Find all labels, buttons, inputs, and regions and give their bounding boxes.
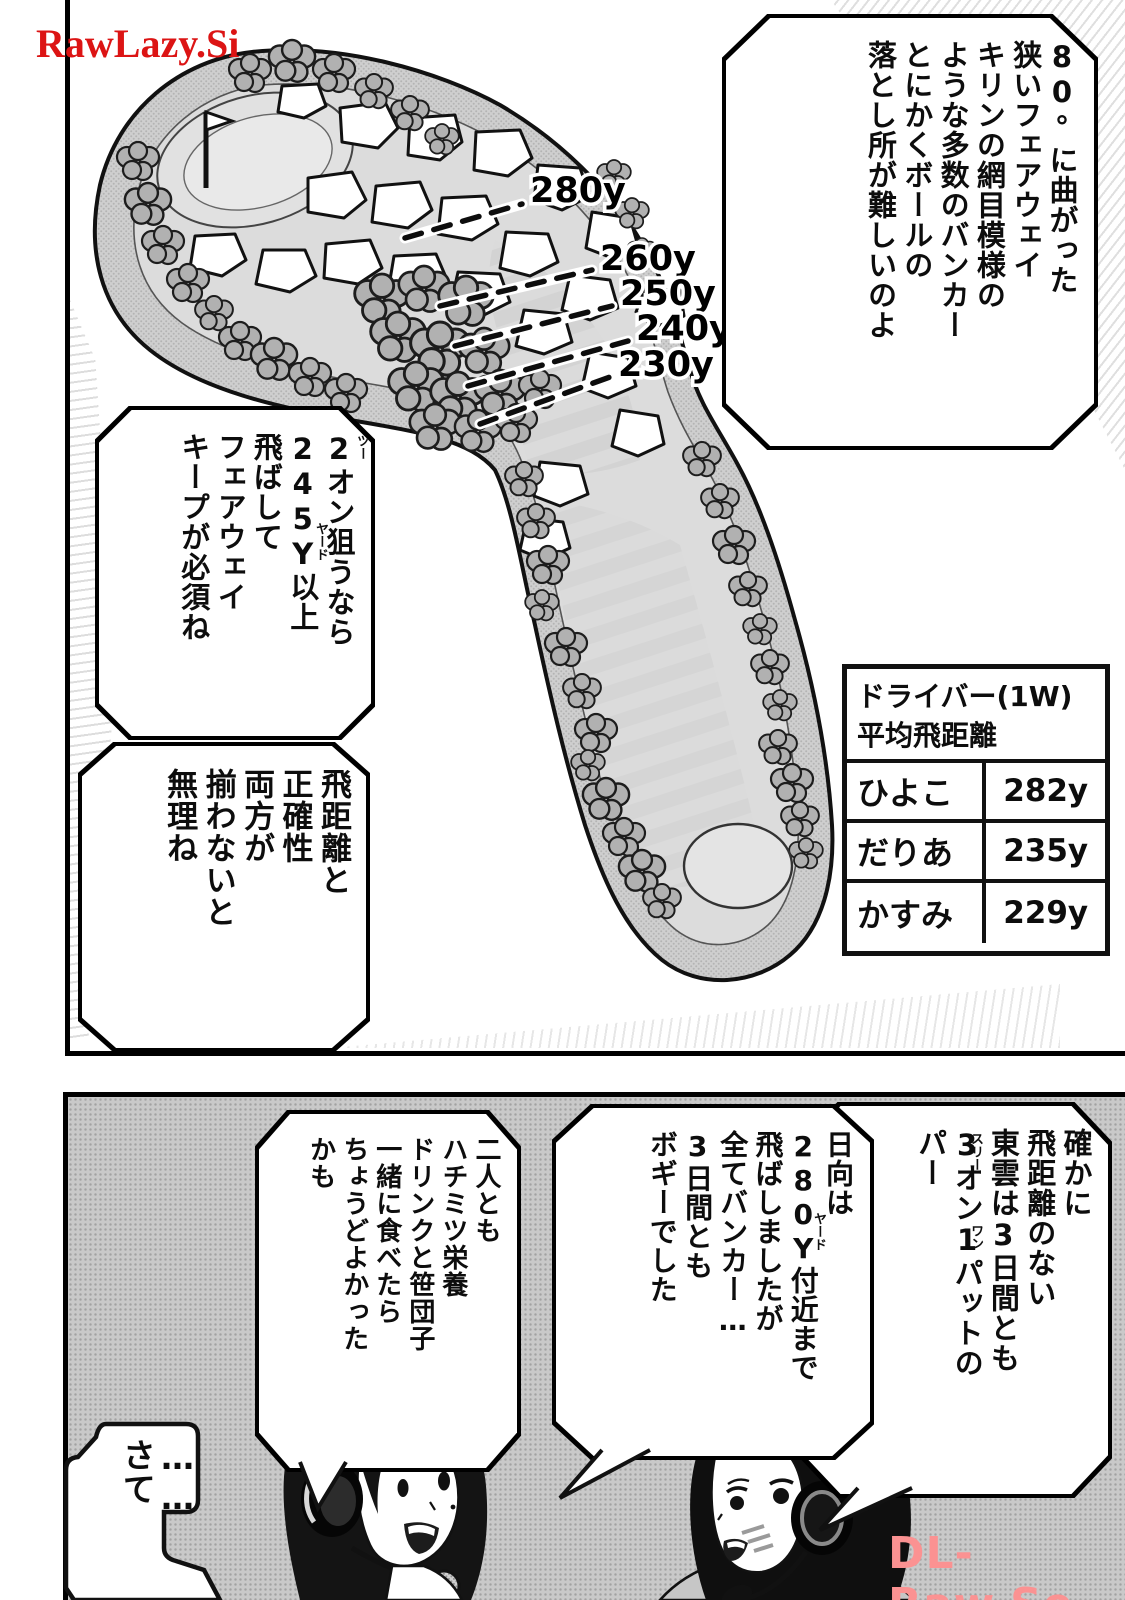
- bubble-line: 280Y付近まで: [786, 1130, 820, 1382]
- bubble-line: キープが必須ね: [176, 432, 211, 642]
- tee-box: [682, 822, 794, 910]
- table-row: かすみ 229y: [847, 883, 1105, 943]
- hinata-bubble-tail: [558, 1448, 651, 1500]
- bubble-aim-text: 2オン狙うなら 245Y以上 飛ばして フェアウェイ キープが必須ね: [105, 432, 359, 722]
- speech-bubble-sate-text: …… さて: [84, 1438, 200, 1598]
- bubble-line: ドリンクと笹団子: [404, 1136, 435, 1352]
- row-distance: 229y: [1003, 895, 1089, 931]
- bubble-line: 無理ね: [161, 768, 198, 864]
- row-name: かすみ: [847, 883, 987, 943]
- speech-bubble-need: 飛距離と 正確性 両方が 揃わないと 無理ね: [78, 742, 370, 1052]
- bubble-par-text: 確かに 飛距離のない 東雲は3日間とも 3オン1パットの パー: [810, 1128, 1096, 1480]
- fairway-stripes-shaft: [545, 500, 760, 888]
- bubble-line: 落とし所が難しいのよ: [863, 40, 898, 340]
- furigana-two: ツー: [354, 434, 369, 460]
- distance-label-280y: 280y: [530, 171, 626, 211]
- bubble-line: 80°に曲がった: [1045, 40, 1079, 295]
- bubble-line: かも: [305, 1136, 336, 1190]
- speech-bubble-aim: 2オン狙うなら 245Y以上 飛ばして フェアウェイ キープが必須ね ツー ヤー…: [95, 406, 375, 740]
- watermark-bottom-right: DL-Raw.Se: [888, 1528, 1073, 1600]
- table-title: ドライバー(1W) 平均飛距離: [847, 669, 1105, 763]
- distance-label-230y: 230y: [618, 345, 714, 385]
- bubble-line: ちょうどよかった: [338, 1136, 369, 1352]
- table-row: ひよこ 282y: [847, 763, 1105, 823]
- bubble-line: 245Y以上: [285, 432, 320, 632]
- bubble-line: さて: [117, 1438, 157, 1506]
- bubble-line: 日向は: [822, 1130, 855, 1217]
- sate-bubble: [63, 1421, 223, 1600]
- row-name: だりあ: [847, 823, 987, 879]
- row-distance: 282y: [1003, 773, 1089, 809]
- honey-bubble-tail: [298, 1460, 348, 1513]
- bubble-line: ……: [158, 1438, 197, 1518]
- bubble-line: 3日間とも: [681, 1130, 715, 1280]
- bubble-line: 飛ばしましたが: [751, 1130, 785, 1333]
- bubble-course-text: 80°に曲がった 狭いフェアウェイ キリンの網目模様の ような多数のバンカー と…: [732, 40, 1082, 432]
- bubble-line: 2オン狙うなら: [322, 432, 356, 647]
- watermark-top-left: RawLazy.Si: [36, 21, 240, 66]
- bubble-hinata-text: 日向は 280Y付近まで 飛ばしましたが 全てバンカー… 3日間とも ボギーでし…: [562, 1130, 858, 1442]
- distance-lines: [399, 198, 634, 430]
- row-name: ひよこ: [847, 763, 987, 819]
- bubble-line: ハチミツ栄養: [437, 1136, 468, 1298]
- bubble-line: 飛ばして: [249, 432, 284, 552]
- furigana-yard: ヤード: [811, 1212, 826, 1251]
- table-title-line1: ドライバー(1W): [857, 680, 1073, 713]
- bubble-line: 二人とも: [471, 1136, 501, 1244]
- bubble-line: ボギーでした: [645, 1130, 679, 1304]
- bubble-line: フェアウェイ: [213, 432, 248, 612]
- driver-distance-table: ドライバー(1W) 平均飛距離 ひよこ 282y だりあ 235y かすみ 22…: [842, 664, 1110, 956]
- bubble-line: 3オン1パットの: [950, 1128, 985, 1378]
- table-row: だりあ 235y: [847, 823, 1105, 883]
- bubble-line: 確かに: [1059, 1128, 1093, 1218]
- bubble-line: 飛距離のない: [1022, 1128, 1057, 1308]
- bubble-honey-text: 二人とも ハチミツ栄養 ドリンクと笹団子 一緒に食べたら ちょうどよかった かも: [265, 1136, 505, 1454]
- bubble-line: 飛距離と: [315, 768, 351, 896]
- furigana-one: ワン: [968, 1224, 983, 1250]
- bubble-line: パー: [913, 1128, 948, 1188]
- distance-label-240y: 240y: [636, 309, 732, 349]
- bubble-line: キリンの網目模様の: [972, 40, 1007, 310]
- speech-bubble-course: 80°に曲がった 狭いフェアウェイ キリンの網目模様の ような多数のバンカー と…: [722, 14, 1098, 450]
- flag-icon: [203, 109, 237, 188]
- distance-label-260y: 260y: [600, 239, 696, 279]
- golf-hole-map: 280y 260y 250y 240y 230y: [92, 38, 835, 983]
- distance-label-250y: 250y: [620, 274, 716, 314]
- bubble-need-text: 飛距離と 正確性 両方が 揃わないと 無理ね: [88, 768, 354, 1034]
- bubble-line: 全てバンカー…: [716, 1130, 750, 1338]
- speech-bubble-hinata: 日向は 280Y付近まで 飛ばしましたが 全てバンカー… 3日間とも ボギーでし…: [552, 1104, 874, 1460]
- furigana-three: スリー: [968, 1132, 983, 1171]
- bubble-line: とにかくボールの: [899, 40, 934, 280]
- bubble-line: 狭いフェアウェイ: [1008, 40, 1043, 280]
- bubble-line: 正確性: [276, 768, 313, 864]
- bubble-line: 両方が: [238, 768, 275, 864]
- bubble-line: 東雲は3日間とも: [986, 1128, 1021, 1373]
- bunkers: [188, 82, 686, 562]
- speech-bubble-honey: 二人とも ハチミツ栄養 ドリンクと笹団子 一緒に食べたら ちょうどよかった かも: [255, 1110, 521, 1472]
- row-distance: 235y: [1003, 833, 1089, 869]
- bubble-line: 揃わないと: [199, 768, 236, 928]
- bubble-line: ような多数のバンカー: [936, 40, 971, 340]
- par-bubble-tail: [818, 1486, 913, 1532]
- bubble-line: 一緒に食べたら: [371, 1136, 402, 1325]
- furigana-yard: ヤード: [313, 522, 328, 561]
- table-title-line2: 平均飛距離: [857, 719, 998, 753]
